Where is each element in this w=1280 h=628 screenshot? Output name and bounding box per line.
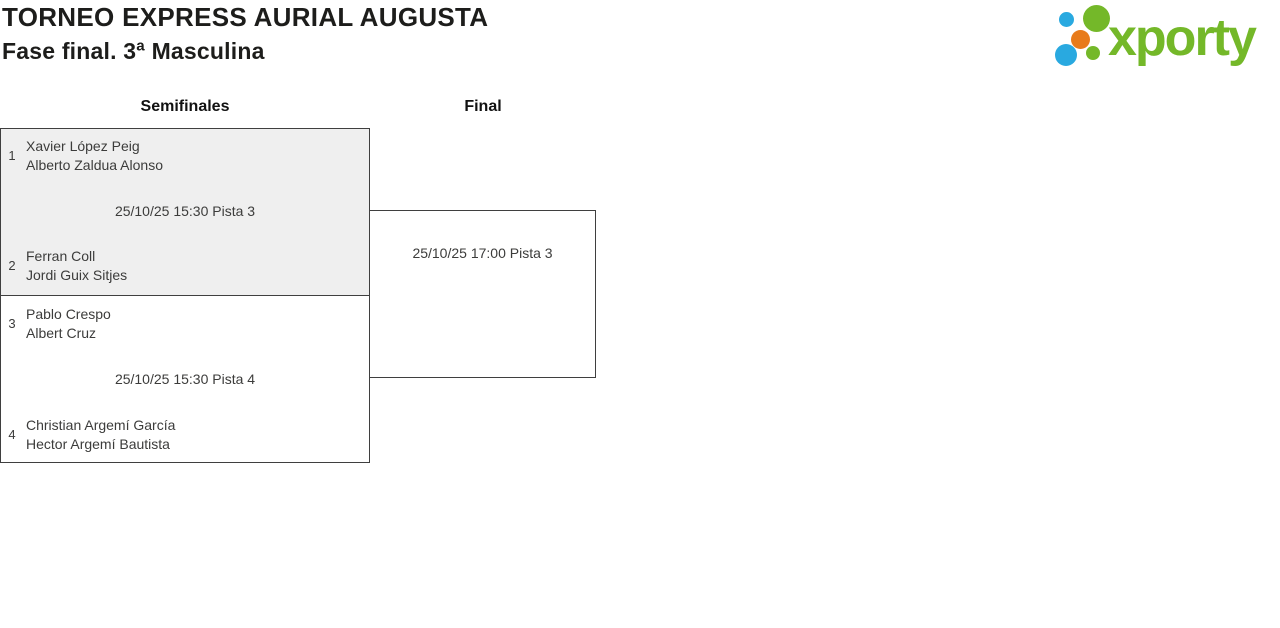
player-name: Jordi Guix Sitjes <box>26 267 128 283</box>
logo-dot-blue-small-icon <box>1059 12 1074 27</box>
team-row-seed-4: 4 Christian Argemí García Hector Argemí … <box>1 416 369 454</box>
match-info: 25/10/25 17:00 Pista 3 <box>412 245 553 261</box>
match-box-semifinal-1[interactable]: 1 Xavier López Peig Alberto Zaldua Alons… <box>0 128 370 296</box>
logo-dot-orange-icon <box>1071 30 1090 49</box>
team-names: Pablo Crespo Albert Cruz <box>26 305 111 343</box>
player-name: Ferran Coll <box>26 248 96 264</box>
match-info: 25/10/25 15:30 Pista 3 <box>114 203 256 219</box>
team-names: Xavier López Peig Alberto Zaldua Alonso <box>26 137 163 175</box>
player-name: Alberto Zaldua Alonso <box>26 157 163 173</box>
round-header-semifinales: Semifinales <box>140 98 230 115</box>
team-seed: 2 <box>8 258 16 273</box>
player-name: Christian Argemí García <box>26 417 176 433</box>
team-names: Christian Argemí García Hector Argemí Ba… <box>26 416 175 454</box>
match-box-final[interactable]: 25/10/25 17:00 Pista 3 <box>369 210 596 378</box>
player-name: Albert Cruz <box>26 325 97 341</box>
logo-wordmark: xporty <box>1108 9 1257 67</box>
match-box-semifinal-2[interactable]: 3 Pablo Crespo Albert Cruz 25/10/25 15:3… <box>0 295 370 463</box>
player-name: Hector Argemí Bautista <box>26 436 170 452</box>
team-row-seed-1: 1 Xavier López Peig Alberto Zaldua Alons… <box>1 137 369 175</box>
player-name: Pablo Crespo <box>26 306 111 322</box>
logo-dot-blue-large-icon <box>1055 44 1077 66</box>
team-row-seed-2: 2 Ferran Coll Jordi Guix Sitjes <box>1 247 369 285</box>
page-title: TORNEO EXPRESS AURIAL AUGUSTA <box>2 2 489 32</box>
team-seed: 3 <box>8 316 16 331</box>
team-names: Ferran Coll Jordi Guix Sitjes <box>26 247 127 285</box>
player-name: Xavier López Peig <box>26 138 140 154</box>
match-info: 25/10/25 15:30 Pista 4 <box>114 371 256 387</box>
round-header-final: Final <box>464 98 502 115</box>
team-seed: 4 <box>8 427 16 442</box>
xporty-logo[interactable]: xporty <box>1050 0 1280 72</box>
page-subtitle: Fase final. 3ª Masculina <box>2 38 265 64</box>
team-seed: 1 <box>8 148 16 163</box>
logo-dot-green-large-icon <box>1083 5 1110 32</box>
logo-dot-green-small-icon <box>1086 46 1100 60</box>
team-row-seed-3: 3 Pablo Crespo Albert Cruz <box>1 305 369 343</box>
page-header: TORNEO EXPRESS AURIAL AUGUSTA Fase final… <box>2 0 488 68</box>
